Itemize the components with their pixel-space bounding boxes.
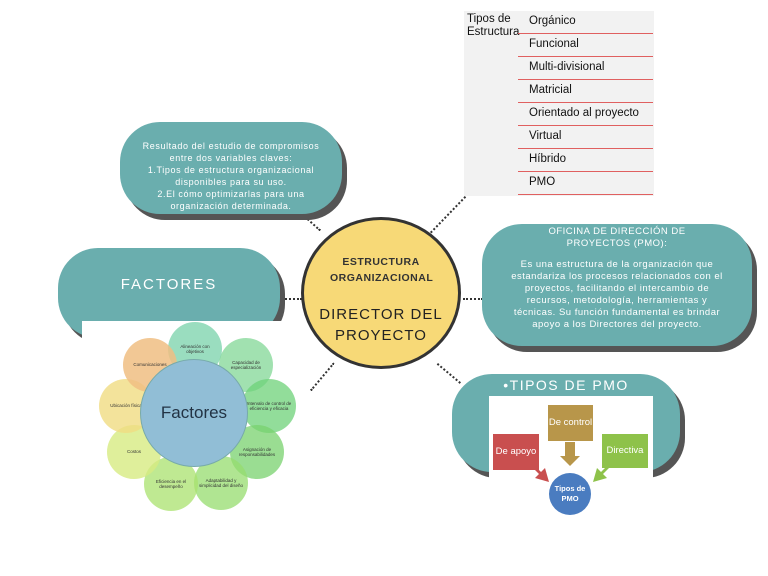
factor-label: Adaptabilidad y simplicidad del diseño <box>198 477 244 489</box>
factor-petal: Intervalo de control de eficiencia y efi… <box>242 379 296 433</box>
factores-diagram: Alineación con objetivos Capacidad de es… <box>82 321 306 513</box>
estructura-item: Orientado al proyecto <box>518 104 653 126</box>
factores-core: Factores <box>140 359 248 467</box>
pmo-title-line: PROYECTOS (PMO): <box>566 238 668 249</box>
pmo-body-line: apoyo a los Directores del proyecto. <box>532 319 702 330</box>
pmo-directiva-box: Directiva <box>602 434 648 468</box>
factor-label: Costos <box>126 449 141 455</box>
resultado-line: 1.Tipos de estructura organizacional <box>147 165 315 175</box>
tipos-estructura-label-text: Tipos de Estructura <box>467 13 520 38</box>
resultado-line: disponibles para su uso. <box>175 177 287 187</box>
tipos-estructura-table: Tipos de Estructura Orgánico Funcional M… <box>464 11 654 196</box>
central-subtitle: DIRECTOR DEL PROYECTO <box>319 306 443 344</box>
pmo-apoyo-label: De apoyo <box>495 446 537 457</box>
pmo-control-box: De control <box>548 405 593 441</box>
factor-label: Intervalo de control de eficiencia y efi… <box>246 400 292 412</box>
connector-bottom-left <box>310 362 335 392</box>
pmo-body-line: recursos, metodología, herramientas y <box>526 295 708 306</box>
central-title: ESTRUCTURA ORGANIZACIONAL <box>330 256 434 284</box>
tipos-pmo-title: •TIPOS DE PMO <box>503 377 629 393</box>
connector-result <box>298 211 321 232</box>
pmo-control-label: De control <box>548 417 593 428</box>
pmo-body-line: proyectos, facilitando el intercambio de <box>524 283 710 294</box>
estructura-item: Virtual <box>518 127 653 149</box>
factor-label: Capacidad de especialización <box>230 359 262 371</box>
resultado-line: 2.El cómo optimizarlas para una <box>157 189 305 199</box>
resultado-line: entre dos variables claves: <box>169 153 293 163</box>
connector-factores <box>282 298 302 300</box>
pmo-center-node: Tipos de PMO <box>549 473 591 515</box>
estructura-item: Híbrido <box>518 150 653 172</box>
pmo-apoyo-box: De apoyo <box>493 434 539 470</box>
estructura-item: Funcional <box>518 35 653 57</box>
estructura-item: PMO <box>518 173 653 195</box>
pmo-center-label: Tipos de PMO <box>554 484 586 503</box>
factor-label: Alineación con objetivos <box>180 343 210 355</box>
tipos-estructura-label: Tipos de Estructura <box>467 13 520 39</box>
arrow-down-icon <box>560 442 580 466</box>
factores-title: FACTORES <box>120 276 218 293</box>
factor-label: Comunicaciones <box>133 362 167 368</box>
estructura-item: Multi-divisional <box>518 58 653 80</box>
pmo-bubble: OFICINA DE DIRECCIÓN DE PROYECTOS (PMO):… <box>482 224 752 346</box>
estructura-item: Orgánico <box>518 12 653 34</box>
factor-label: Eficiencia en el desempeño <box>155 478 187 490</box>
pmo-body-line: estandariza los procesos relacionados co… <box>511 271 723 282</box>
estructura-item: Matricial <box>518 81 653 103</box>
pmo-title-line: OFICINA DE DIRECCIÓN DE <box>548 226 686 237</box>
tipos-pmo-diagram: De control De apoyo Directiva Tipos de P… <box>489 396 653 516</box>
factor-label: Ubicación física <box>110 403 142 409</box>
arrow-left-icon <box>593 464 611 482</box>
connector-pmo <box>463 298 483 300</box>
central-node: ESTRUCTURA ORGANIZACIONAL DIRECTOR DEL P… <box>301 217 461 369</box>
resultado-line: organización determinada. <box>170 201 292 211</box>
resultado-line: Resultado del estudio de compromisos <box>142 141 320 151</box>
pmo-body-line: Es una estructura de la organización que <box>520 259 714 270</box>
pmo-body-line: técnicas. Su función fundamental es brin… <box>513 307 721 318</box>
pmo-directiva-label: Directiva <box>606 445 644 456</box>
resultado-bubble: Resultado del estudio de compromisos ent… <box>120 122 342 214</box>
factores-core-label: Factores <box>160 403 228 422</box>
factor-label: Asignación de responsabilidades <box>238 446 276 458</box>
